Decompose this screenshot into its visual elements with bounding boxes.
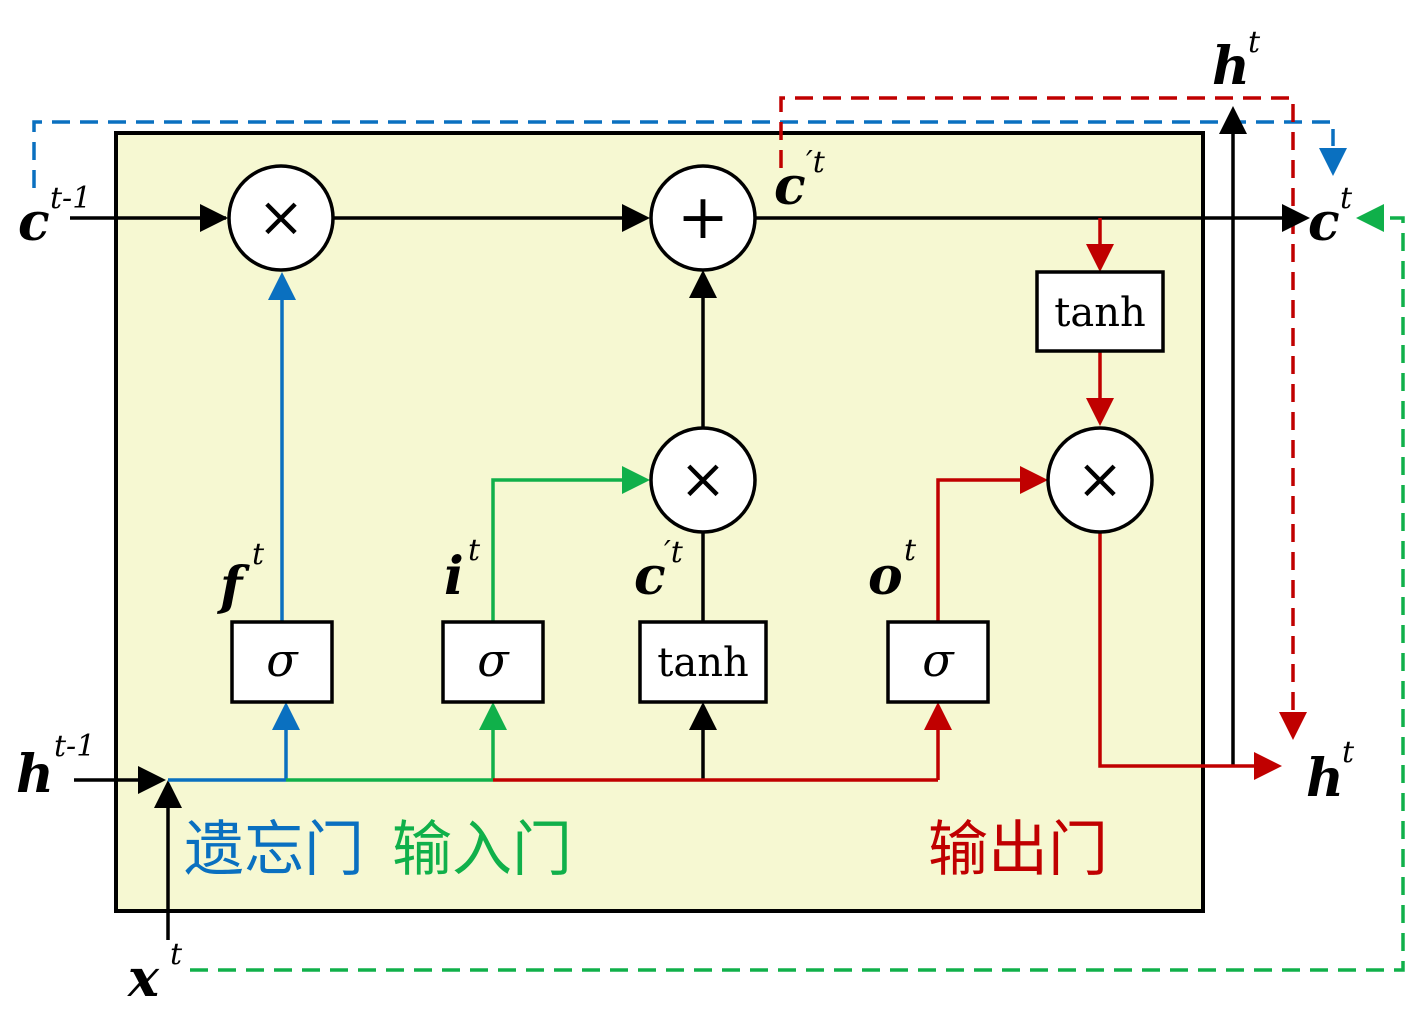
c-candidate-label: c ′t bbox=[634, 535, 684, 607]
tanh-label: tanh bbox=[1054, 290, 1145, 336]
add-symbol: + bbox=[677, 180, 729, 253]
c-candidate-main: c bbox=[634, 546, 666, 607]
h-top-arrowhead bbox=[1219, 106, 1247, 134]
multiply-symbol: × bbox=[258, 185, 305, 250]
forget-dashed-loop bbox=[32, 120, 1335, 188]
tanh-in-arrowhead bbox=[689, 702, 717, 730]
x-arrowhead bbox=[154, 780, 182, 808]
output-dashed-arrowhead bbox=[1279, 712, 1307, 740]
candidate-tanh-box: tanh bbox=[638, 620, 768, 704]
i-main: i bbox=[444, 546, 464, 607]
input-multiply-node: × bbox=[649, 426, 757, 534]
output-gate-label: 输出门 bbox=[928, 815, 1108, 885]
c-out-arrowhead bbox=[1282, 204, 1310, 232]
output-multiply-node: × bbox=[1046, 426, 1154, 534]
c-candidate-top-main: c bbox=[774, 156, 806, 217]
add-node: + bbox=[649, 164, 757, 272]
h-top-label: h t bbox=[1212, 25, 1261, 97]
input-gate-label: 输入门 bbox=[392, 815, 572, 885]
forget-sigma-box: σ bbox=[230, 620, 334, 704]
x-sup: t bbox=[170, 937, 183, 972]
add-up-arrowhead bbox=[689, 270, 717, 298]
h-top-main: h bbox=[1212, 36, 1250, 97]
o-label: o t bbox=[868, 533, 917, 607]
c-prev-label: c t-1 bbox=[18, 181, 91, 253]
c-prev-sup: t-1 bbox=[50, 181, 91, 216]
f-arrowhead bbox=[268, 272, 296, 300]
h-out-arrowhead bbox=[1254, 752, 1282, 780]
output-tanh-box: tanh bbox=[1035, 270, 1165, 353]
sigma-label: σ bbox=[922, 633, 955, 687]
h-out-line bbox=[1098, 532, 1258, 768]
h-top-sup: t bbox=[1248, 25, 1261, 60]
h-out-main: h bbox=[1306, 748, 1344, 809]
forget-multiply-node: × bbox=[227, 164, 335, 272]
sigma-label: σ bbox=[266, 633, 299, 687]
h-prev-main: h bbox=[16, 744, 54, 805]
output-sigma-arrowhead bbox=[924, 702, 952, 730]
tanh-label: tanh bbox=[657, 640, 748, 686]
sigma-label: σ bbox=[477, 633, 510, 687]
mult-out-arrowhead bbox=[1086, 398, 1114, 426]
x-main: x bbox=[127, 948, 160, 1009]
input-sigma-arrowhead bbox=[479, 702, 507, 730]
h-out-sup: t bbox=[1342, 735, 1355, 770]
input-dashed-loop bbox=[190, 216, 1405, 972]
input-sigma-box: σ bbox=[441, 620, 545, 704]
c-out-main: c bbox=[1308, 192, 1340, 253]
add-in-arrowhead bbox=[622, 204, 650, 232]
o-line bbox=[936, 478, 1022, 622]
i-line bbox=[491, 478, 625, 622]
c-candidate-top-sup: ′t bbox=[806, 145, 826, 180]
h-prev-arrowhead bbox=[138, 766, 166, 794]
h-prev-label: h t-1 bbox=[16, 729, 95, 805]
forget-gate-label: 遗忘门 bbox=[184, 815, 364, 885]
h-prev-sup: t-1 bbox=[54, 729, 95, 764]
o-sup: t bbox=[904, 533, 917, 568]
output-sigma-box: σ bbox=[886, 620, 990, 704]
c-prev-arrowhead bbox=[200, 204, 228, 232]
forget-dashed-arrowhead bbox=[1319, 148, 1347, 176]
c-candidate-sup: ′t bbox=[664, 535, 684, 570]
x-label: x t bbox=[127, 937, 183, 1009]
c-tanh-arrowhead bbox=[1086, 244, 1114, 272]
i-sup: t bbox=[468, 533, 481, 568]
c-out-sup: t bbox=[1340, 181, 1353, 216]
o-main: o bbox=[868, 546, 903, 607]
multiply-symbol: × bbox=[1077, 447, 1124, 512]
i-label: i t bbox=[444, 533, 481, 607]
forget-sigma-arrowhead bbox=[272, 702, 300, 730]
c-prev-main: c bbox=[18, 192, 50, 253]
c-out-label: c t bbox=[1308, 181, 1353, 253]
c-candidate-top-label: c ′t bbox=[774, 145, 826, 217]
f-sup: t bbox=[252, 537, 265, 572]
multiply-symbol: × bbox=[680, 447, 727, 512]
input-dashed-arrowhead bbox=[1356, 204, 1384, 232]
i-arrowhead bbox=[622, 466, 650, 494]
h-out-label: h t bbox=[1306, 735, 1355, 809]
o-arrowhead bbox=[1020, 466, 1048, 494]
output-dashed-loop bbox=[779, 96, 1295, 712]
